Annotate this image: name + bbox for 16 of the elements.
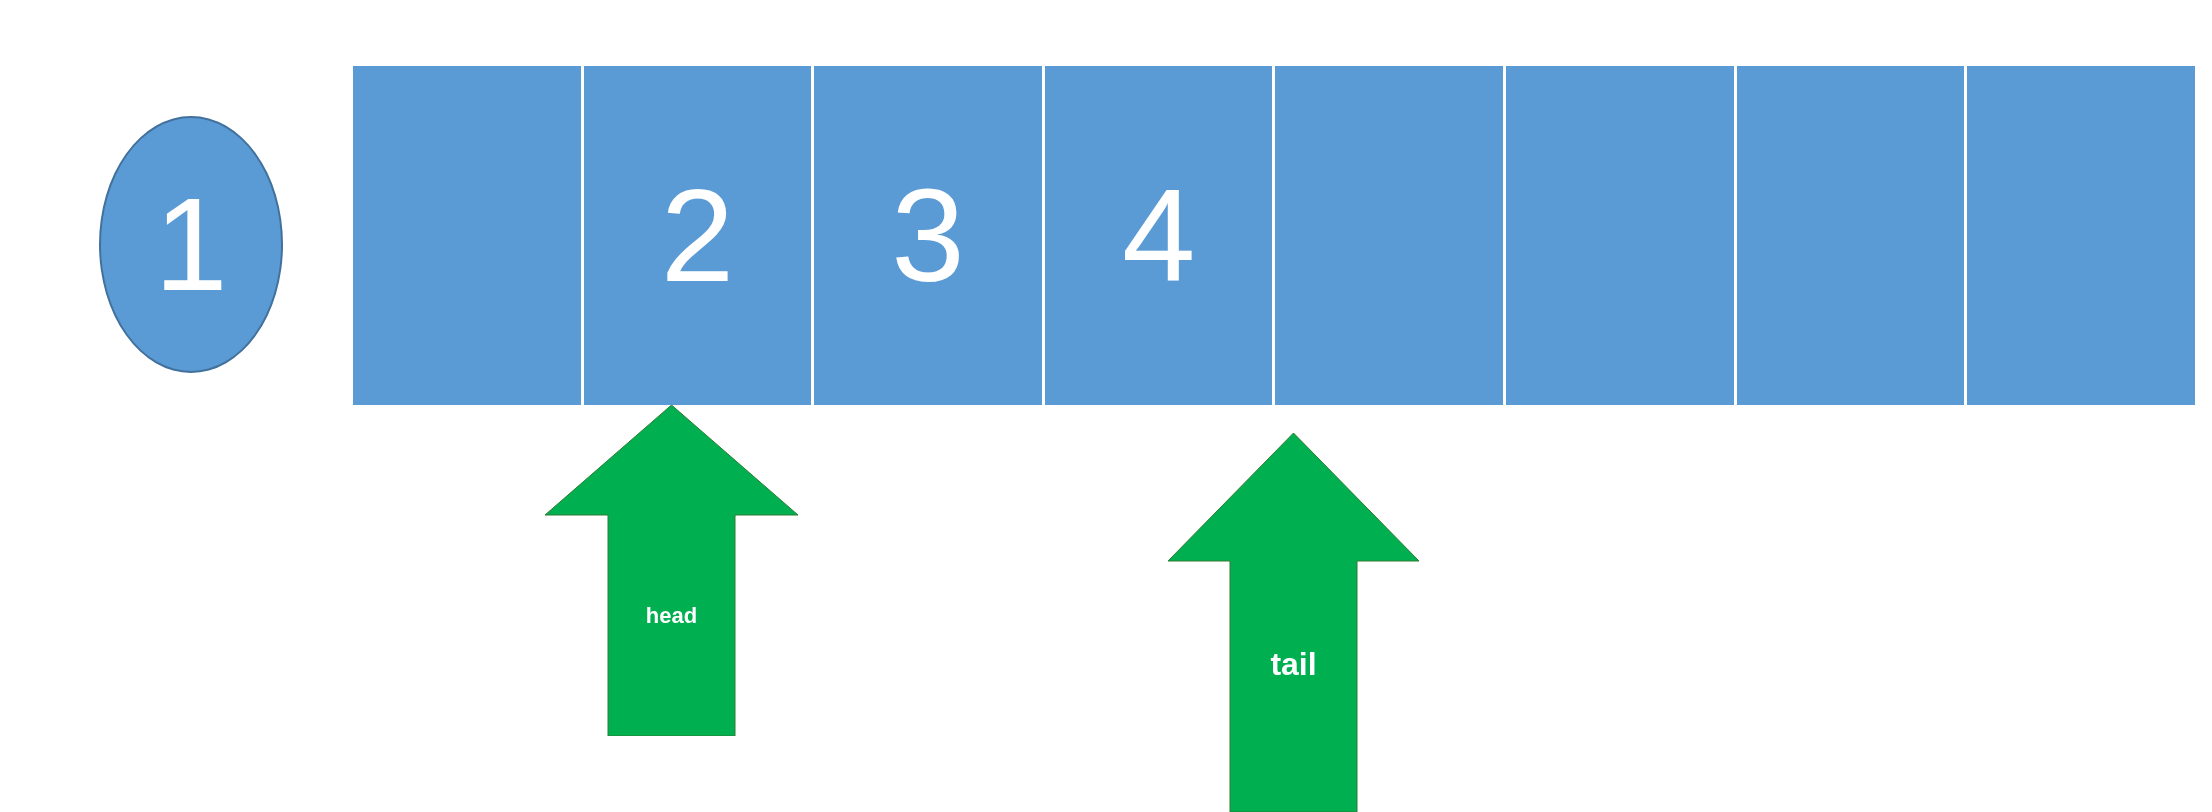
block-arrow: [545, 405, 798, 736]
number-label: 2: [660, 169, 735, 302]
block-arrow: [1168, 433, 1419, 812]
number-label: 4: [1121, 169, 1196, 302]
array-cell: [814, 66, 1042, 405]
pointer-label: head: [645, 605, 698, 627]
array-cell: [1506, 66, 1734, 405]
array-cell: [1044, 66, 1273, 405]
array-cell: [1736, 66, 1965, 405]
number-label: 1: [154, 178, 228, 311]
array-cell: [1967, 66, 2195, 405]
array-cell: [583, 66, 812, 405]
array-cell: [1275, 66, 1503, 405]
number-label: 3: [891, 169, 965, 302]
pointer-label: tail: [1270, 648, 1317, 680]
array-cell: [353, 66, 581, 405]
